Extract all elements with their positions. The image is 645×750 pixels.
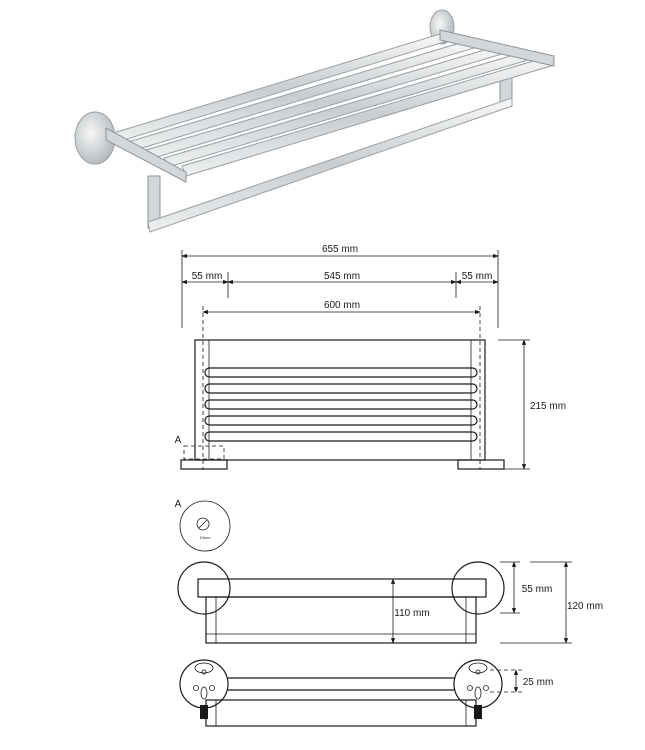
lower-rail-bar: [147, 97, 513, 233]
left-gap-label: 55 mm: [192, 271, 223, 282]
detail-a-screw: [196, 517, 210, 531]
bottom-right-rose: [453, 659, 503, 709]
detail-a-title: A: [175, 499, 182, 510]
top-right-rose: [451, 561, 505, 615]
detail-a-size: 10mm: [199, 535, 211, 540]
right-gap-label: 55 mm: [462, 271, 493, 282]
total-depth-label: 120 mm: [567, 601, 603, 612]
detail-a-rose: [179, 500, 231, 552]
top-left-rose: [177, 561, 231, 615]
detail-a-box: [183, 445, 225, 460]
front-tubes: [204, 367, 478, 442]
rail-offset-label: 110 mm: [394, 608, 429, 619]
front-elevation: 655 mm 55 mm 545 mm 55 mm 600 mm A: [175, 244, 566, 470]
left-side-frame: [105, 127, 187, 183]
front-frame: [194, 339, 486, 461]
bottom-view: 25 mm: [179, 659, 554, 727]
right-side-frame: [439, 29, 555, 67]
shelf-tubes: [109, 33, 555, 177]
left-foot: [180, 459, 228, 470]
right-mount-screws: [467, 662, 489, 719]
detail-a-marker: A: [175, 435, 182, 446]
mount-span-label: 600 mm: [324, 300, 360, 311]
bar-depth-label: 55 mm: [522, 584, 553, 595]
bottom-lower-rail: [205, 699, 477, 727]
mount-offset-label: 25 mm: [523, 677, 554, 688]
top-lower-rail: [205, 596, 477, 644]
product-photo: [74, 9, 555, 233]
detail-a: A 10mm: [175, 499, 231, 552]
overall-width-label: 655 mm: [322, 244, 358, 255]
left-mount-screws: [193, 662, 215, 719]
bottom-left-rose: [179, 659, 229, 709]
top-view: 110 mm 55 mm 120 mm: [177, 561, 603, 644]
inner-span-label: 545 mm: [324, 271, 360, 282]
right-foot: [457, 459, 505, 470]
top-shelf: [197, 578, 487, 598]
height-label: 215 mm: [530, 401, 566, 412]
